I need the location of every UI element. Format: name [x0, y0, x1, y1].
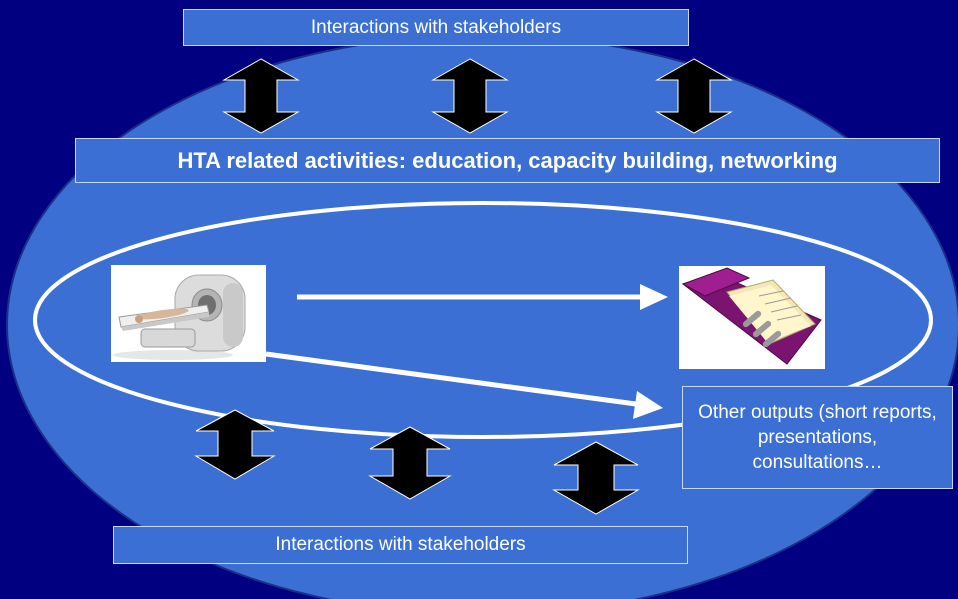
- hta-activities-box: HTA related activities: education, capac…: [75, 138, 940, 183]
- bottom-double-arrow-1: [194, 409, 276, 480]
- binder-icon: [679, 266, 825, 369]
- top-stakeholders-label: Interactions with stakeholders: [310, 16, 562, 38]
- bottom-double-arrow-3: [552, 441, 640, 515]
- top-double-arrow-2: [431, 58, 509, 134]
- other-outputs-box: Other outputs (short reports, presentati…: [682, 386, 953, 489]
- bottom-double-arrow-2: [368, 426, 452, 500]
- hta-activities-label: HTA related activities: education, capac…: [177, 147, 838, 173]
- ct-scanner-icon: [111, 265, 266, 362]
- inner-ellipse: [33, 201, 933, 439]
- other-outputs-label: Other outputs (short reports, presentati…: [698, 402, 937, 473]
- bottom-stakeholders-box: Interactions with stakeholders: [113, 526, 688, 564]
- arrow-scanner-to-other-outputs: [265, 351, 663, 419]
- ct-scanner-image: [111, 265, 266, 362]
- bottom-stakeholders-label: Interactions with stakeholders: [275, 534, 526, 555]
- report-binder-image: [679, 266, 825, 369]
- arrow-scanner-to-report: [297, 284, 668, 310]
- top-stakeholders-box: Interactions with stakeholders: [183, 9, 689, 46]
- top-double-arrow-3: [655, 58, 733, 134]
- top-double-arrow-1: [222, 58, 300, 134]
